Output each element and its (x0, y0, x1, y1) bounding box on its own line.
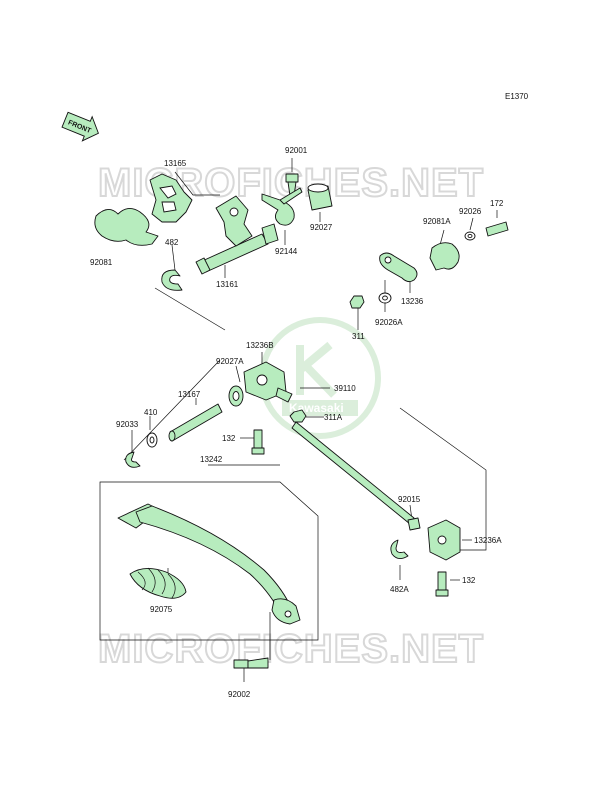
label-132-b: 132 (462, 576, 476, 585)
label-13236A: 13236A (474, 536, 502, 545)
part-92075-rubber (129, 567, 187, 599)
label-482: 482 (165, 238, 179, 247)
part-92033-circlip (125, 451, 141, 468)
label-92027: 92027 (310, 223, 333, 232)
label-13242: 13242 (200, 455, 223, 464)
part-13167-shaft (168, 403, 223, 442)
part-13242-pedal (117, 503, 301, 625)
upper-leader-lines (154, 158, 498, 331)
part-92081A-spring (429, 242, 460, 271)
label-13236: 13236 (401, 297, 424, 306)
label-92033: 92033 (116, 420, 139, 429)
label-92144: 92144 (275, 247, 298, 256)
part-92144-spring (261, 187, 303, 226)
part-13236A-clamp (427, 519, 461, 561)
label-92015: 92015 (398, 495, 421, 504)
label-311: 311 (352, 332, 365, 341)
part-92015-nut (407, 517, 421, 531)
label-39110: 39110 (334, 384, 356, 393)
label-311A: 311A (324, 413, 343, 422)
label-13161: 13161 (216, 280, 239, 289)
label-92002: 92002 (228, 690, 251, 699)
label-92027A: 92027A (216, 357, 244, 366)
part-172-stud (485, 221, 509, 237)
part-132-bolt-b (435, 571, 449, 597)
label-92081: 92081 (90, 258, 113, 267)
label-482A: 482A (390, 585, 409, 594)
label-13236B: 13236B (246, 341, 274, 350)
label-132-a: 132 (222, 434, 236, 443)
part-132-bolt-a (251, 429, 265, 455)
part-13236-lever (379, 252, 418, 283)
label-92081A: 92081A (423, 217, 451, 226)
part-92027A-collar (228, 385, 244, 407)
part-482A-circlip (390, 539, 409, 559)
part-482-circlip (161, 269, 183, 291)
part-13161-shaft (195, 195, 279, 275)
label-92026A: 92026A (375, 318, 403, 327)
part-92026-washer (464, 231, 476, 241)
part-13165-plate (149, 173, 193, 223)
label-92001: 92001 (285, 146, 308, 155)
diagram-code: E1370 (505, 92, 529, 101)
middle-leader-lines (123, 352, 487, 581)
part-92026A-washer (378, 292, 392, 304)
part-311-nut (349, 295, 365, 309)
front-arrow: FRONT (61, 111, 99, 142)
part-92027-collar (307, 183, 333, 211)
watermark-bottom: MICROFICHES.NET (98, 627, 484, 671)
part-92081-clip (94, 208, 159, 246)
label-410: 410 (144, 408, 158, 417)
part-410-washer (146, 432, 158, 448)
part-92002-bolt (233, 657, 269, 669)
part-13236B-clamp (243, 361, 293, 403)
label-92026: 92026 (459, 207, 482, 216)
label-92075: 92075 (150, 605, 173, 614)
label-172: 172 (490, 199, 504, 208)
label-13167: 13167 (178, 390, 201, 399)
label-13165: 13165 (164, 159, 187, 168)
part-311A-nut (289, 409, 307, 423)
